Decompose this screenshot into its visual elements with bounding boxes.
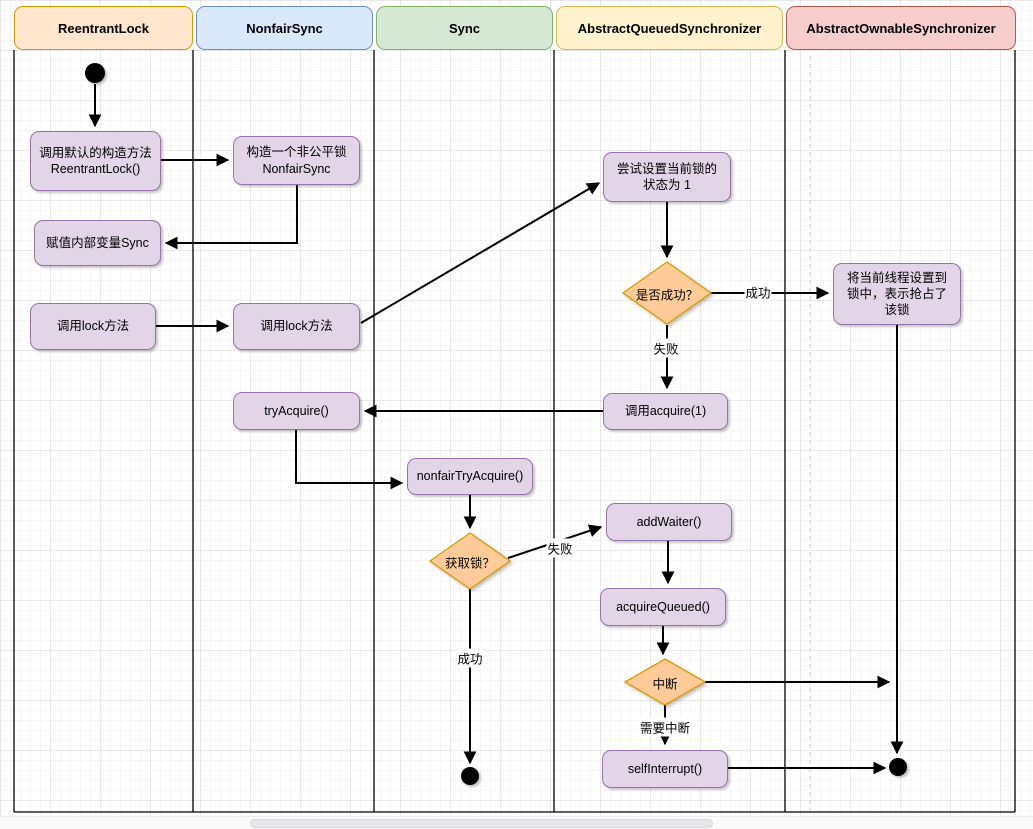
node-label-line: 赋值内部变量Sync [46,235,149,250]
edge-label-need-interrupt: 需要中断 [638,717,692,737]
node-acquirequeued[interactable]: acquireQueued() [600,588,726,626]
lane-header-reentrantlock[interactable]: ReentrantLock [14,6,193,50]
node-label-line: selfInterrupt() [627,761,703,776]
edge-tryacquire-to-nonfairtryacquire [295,430,404,490]
decision-interrupted-label: 中断 [652,677,678,692]
node-addwaiter[interactable]: addWaiter() [606,503,732,541]
node-label-line: acquireQueued() [616,599,710,614]
lane-header-abstractownablesynchronizer[interactable]: AbstractOwnableSynchronizer [786,6,1016,50]
decision-is-success-shape[interactable] [621,261,713,325]
node-assign-sync[interactable]: 赋值内部变量Sync [34,220,161,266]
node-label-line: 状态为 1 [643,178,691,192]
node-label-line: 尝试设置当前锁的 [616,161,717,176]
edge-label-lock-fail: 失败 [546,538,574,558]
decision-got-lock-label: 获取锁？ [444,556,496,571]
lane-header-abstractqueuedsynchronizer[interactable]: AbstractQueuedSynchronizer [556,6,783,50]
node-label-line: 调用lock方法 [56,319,130,334]
node-label-line: 将当前线程设置到 [846,270,947,285]
node-try-set-state[interactable]: 尝试设置当前锁的 状态为 1 [603,152,731,202]
horizontal-scrollbar-thumb[interactable] [250,819,713,828]
node-nonfairtryacquire[interactable]: nonfairTryAcquire() [407,458,533,495]
node-call-default-constructor[interactable]: 调用默认的构造方法 ReentrantLock() [30,131,161,191]
end-node-sync[interactable] [461,767,479,785]
horizontal-scrollbar-track[interactable] [0,816,1033,829]
node-call-acquire[interactable]: 调用acquire(1) [603,393,728,430]
node-call-lock-nonfairsync[interactable]: 调用lock方法 [233,303,360,350]
edge-calllock-to-trysetstate [360,182,601,324]
decision-got-lock-shape[interactable] [428,532,512,590]
node-label-line: 调用acquire(1) [624,404,707,419]
node-set-thread-owner[interactable]: 将当前线程设置到 锁中，表示抢占了 该锁 [833,263,961,325]
node-label-line: 锁中，表示抢占了 [846,286,947,301]
end-node-aos[interactable] [889,758,907,776]
node-label-line: NonfairSync [262,161,331,176]
node-new-nonfairsync[interactable]: 构造一个非公平锁 NonfairSync [233,136,360,185]
node-label-line: 调用lock方法 [260,319,333,334]
decision-interrupted-shape[interactable] [623,658,707,706]
node-label-line: tryAcquire() [264,403,329,418]
lane-header-sync[interactable]: Sync [376,6,553,50]
node-label-line: ReentrantLock() [50,162,141,176]
lane-dividers [13,50,1016,813]
node-tryacquire[interactable]: tryAcquire() [233,392,360,430]
node-selfinterrupt[interactable]: selfInterrupt() [602,750,728,788]
lane-header-nonfairsync[interactable]: NonfairSync [196,6,373,50]
node-label-line: nonfairTryAcquire() [416,469,524,484]
node-call-lock-reentrantlock[interactable]: 调用lock方法 [30,303,156,350]
edge-label-cas-fail: 失败 [652,338,680,358]
edge-newnonfairsync-to-assignsync [164,185,298,250]
edge-label-cas-success: 成功 [744,282,772,302]
decision-is-success-label: 是否成功？ [635,288,699,303]
edge-label-lock-success: 成功 [456,648,484,668]
start-node[interactable] [85,63,105,83]
node-label-line: 该锁 [884,303,910,318]
node-label-line: 调用默认的构造方法 [39,145,152,160]
node-label-line: addWaiter() [636,514,702,529]
node-label-line: 构造一个非公平锁 [246,145,347,160]
